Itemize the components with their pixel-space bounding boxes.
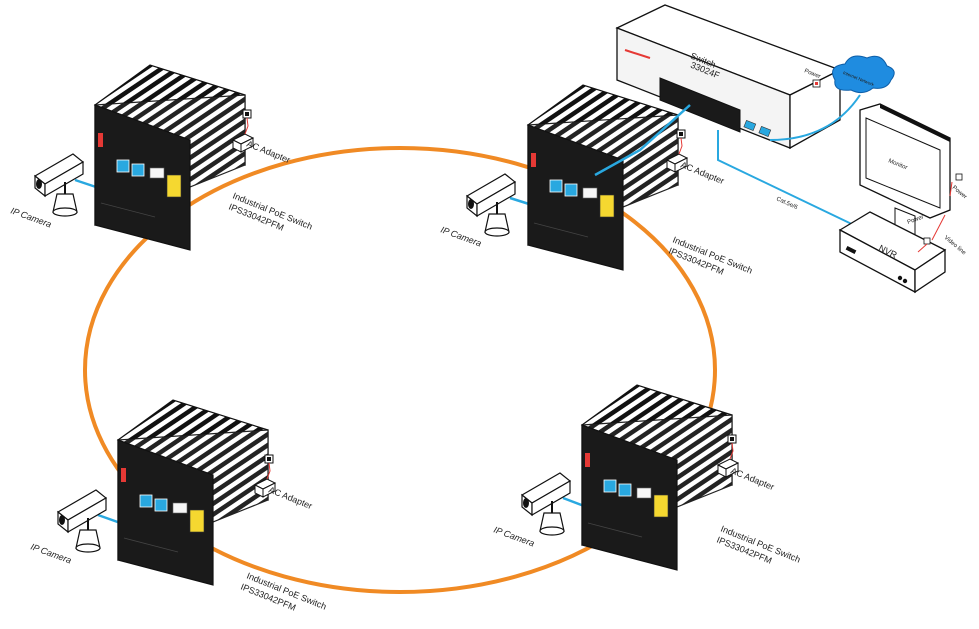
core-switch: Switch 33024F Power <box>615 4 842 150</box>
ac-adapter-label: AC Adapter <box>729 466 775 493</box>
industrial-switch-icon <box>94 64 246 251</box>
industrial-switch-icon <box>117 399 269 586</box>
industrial-switch-icon <box>581 384 733 571</box>
cloud-icon: Internet Network <box>832 55 895 94</box>
video-line-label: Video line <box>943 235 967 257</box>
monitor-power-label: Power <box>951 185 968 201</box>
ring-node-4: IP Camera AC Adapter Industrial PoE Swit… <box>492 384 802 571</box>
ip-camera-icon <box>57 489 107 553</box>
ac-adapter-label: AC Adapter <box>245 139 291 166</box>
internet-cable <box>769 94 861 141</box>
ip-camera-label: IP Camera <box>9 205 53 229</box>
monitor-icon: Monitor Power <box>859 103 968 237</box>
ip-camera-icon <box>521 472 571 536</box>
ip-camera-label: IP Camera <box>492 524 536 548</box>
ring-node-3: IP Camera AC Adapter Industrial PoE Swit… <box>29 399 328 613</box>
ring-link <box>83 146 717 594</box>
uplink-cable <box>594 104 691 177</box>
ac-adapter-label: AC Adapter <box>267 485 313 512</box>
ip-camera-icon <box>34 153 84 217</box>
nvr-cable <box>717 130 861 229</box>
ip-camera-icon <box>466 173 516 237</box>
nvr-power-label: Power <box>907 214 925 225</box>
core-switch-power-label: Power <box>803 68 821 80</box>
ac-adapter-label: AC Adapter <box>679 160 725 187</box>
cable-label: Cat.5e/6 <box>775 196 799 211</box>
ring-node-1: IP Camera AC Adapter Industrial PoE Swit… <box>9 64 314 251</box>
ip-camera-label: IP Camera <box>29 541 73 565</box>
ip-camera-label: IP Camera <box>439 224 483 248</box>
nvr-icon: NVR Power Video line <box>838 211 967 294</box>
